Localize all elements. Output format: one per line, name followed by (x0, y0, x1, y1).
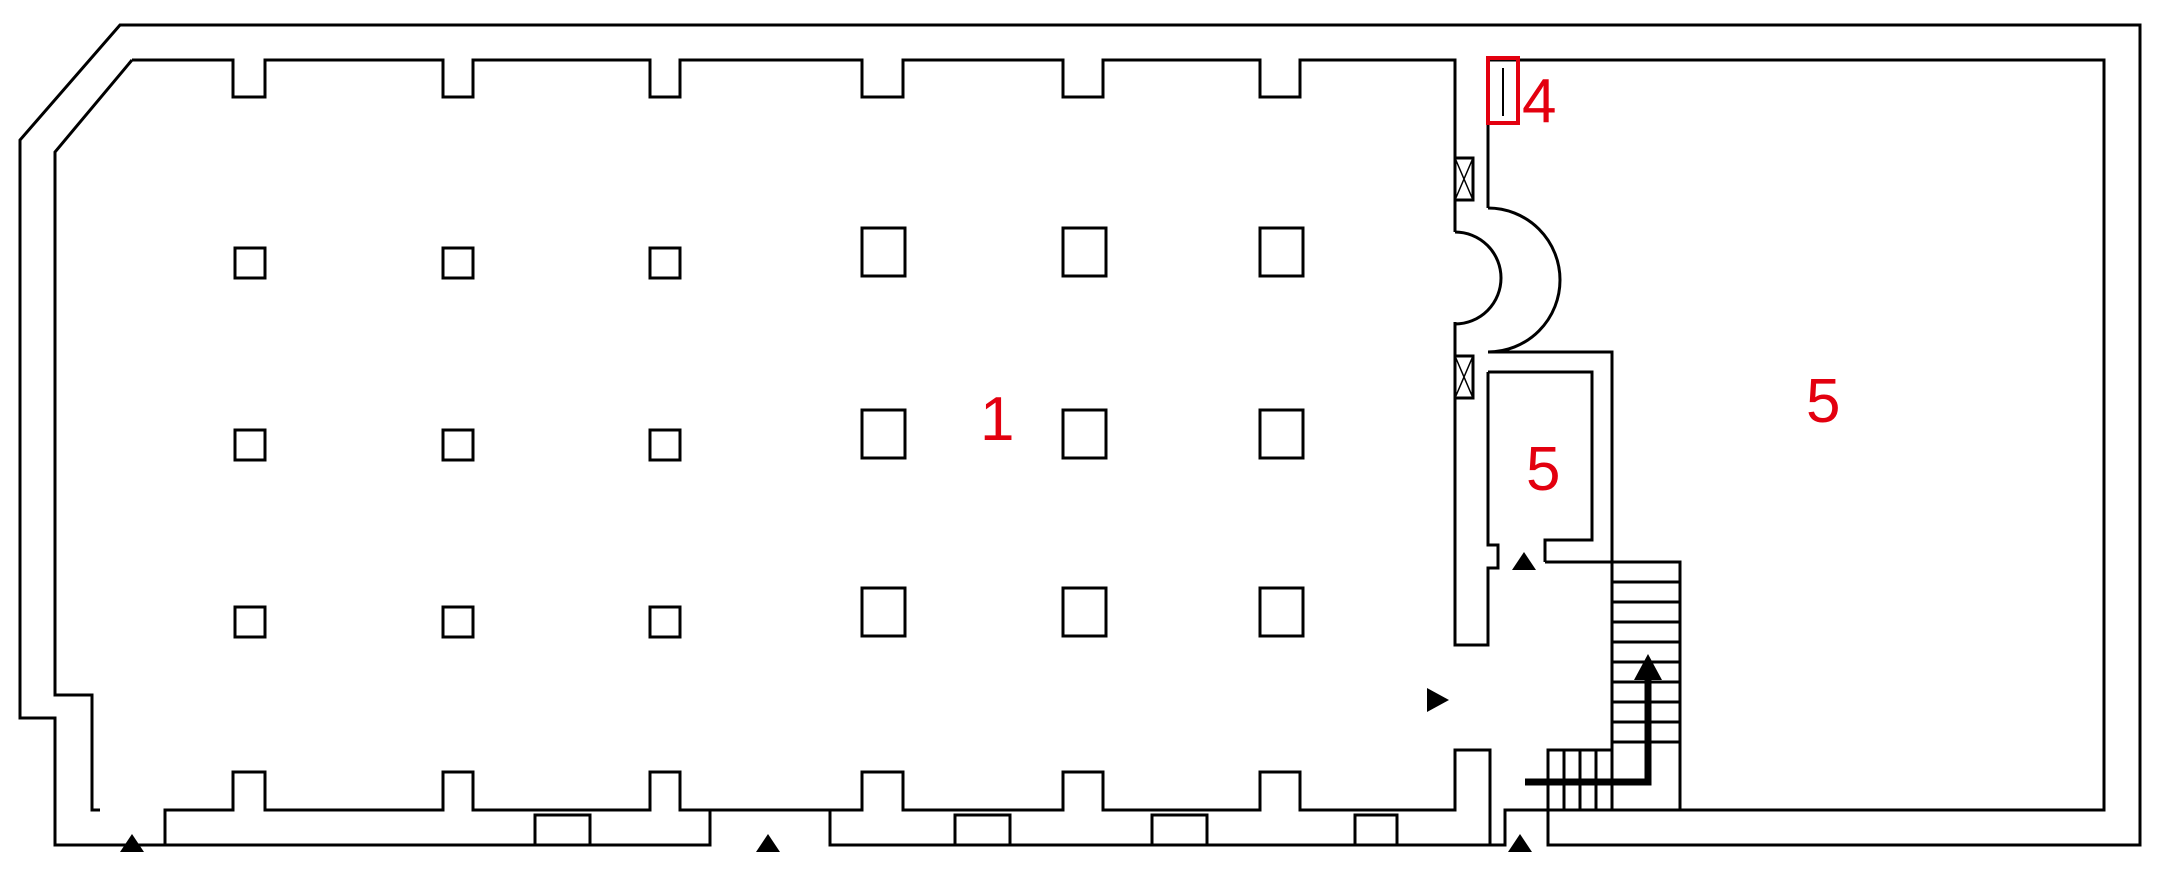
staircase (1525, 560, 1682, 812)
entrance-triangle-icon (756, 834, 780, 852)
stair-arrowhead-icon (1634, 654, 1662, 680)
column (860, 408, 907, 460)
apse-niche-outer (1487, 206, 1562, 354)
south-wall-middle-segment (828, 748, 1492, 845)
column (860, 226, 907, 278)
apse-niche-inner (1454, 230, 1503, 326)
outer-walls (18, 23, 2142, 847)
entrance-triangle-icon (1508, 834, 1532, 852)
stair-upper-flight (1610, 560, 1682, 812)
column (233, 428, 267, 462)
highlight-box-4 (1486, 56, 1520, 125)
column (648, 246, 682, 280)
south-window-3 (1150, 813, 1209, 847)
entrance-triangle-icon (1512, 552, 1536, 570)
small-room (1488, 350, 1614, 564)
small-room-inner (1488, 370, 1594, 562)
room-label-large: 5 (1806, 367, 1840, 436)
column (441, 246, 475, 280)
entrance-triangle-right-icon (1427, 688, 1449, 712)
south-window-1 (533, 813, 592, 847)
hatched-jamb-upper-hatch (1454, 157, 1474, 201)
entrance-triangle-icon (120, 834, 144, 852)
column (1061, 408, 1108, 460)
room-label-small: 5 (1526, 435, 1560, 504)
column (1061, 586, 1108, 638)
east-room-inner-line (1488, 58, 2106, 812)
hatched-jamb-lower (1453, 354, 1475, 400)
partition-west-face (1453, 60, 1500, 647)
column (860, 586, 907, 638)
room-label-main: 1 (980, 385, 1014, 454)
hatched-jamb-lower-hatch (1454, 355, 1474, 399)
outer-wall-inner-line-west (53, 59, 134, 812)
south-window-2 (953, 813, 1012, 847)
column (648, 428, 682, 462)
south-window-4 (1353, 813, 1399, 847)
entrance-markers (120, 552, 1536, 852)
columns-small (233, 246, 682, 639)
marker-label-4: 4 (1522, 67, 1556, 136)
small-room-outer (1488, 350, 1614, 564)
outer-wall-inner-line-north (132, 58, 1457, 215)
south-wall-west-segment (163, 770, 712, 845)
column (233, 246, 267, 280)
columns-large (860, 226, 1305, 638)
column (233, 605, 267, 639)
column (441, 605, 475, 639)
column (441, 428, 475, 462)
stair-direction-arrow (1525, 680, 1652, 786)
column (648, 605, 682, 639)
hatched-jamb-upper (1453, 156, 1475, 202)
column (1061, 226, 1108, 278)
column (1258, 226, 1305, 278)
column (1258, 408, 1305, 460)
column (1258, 586, 1305, 638)
